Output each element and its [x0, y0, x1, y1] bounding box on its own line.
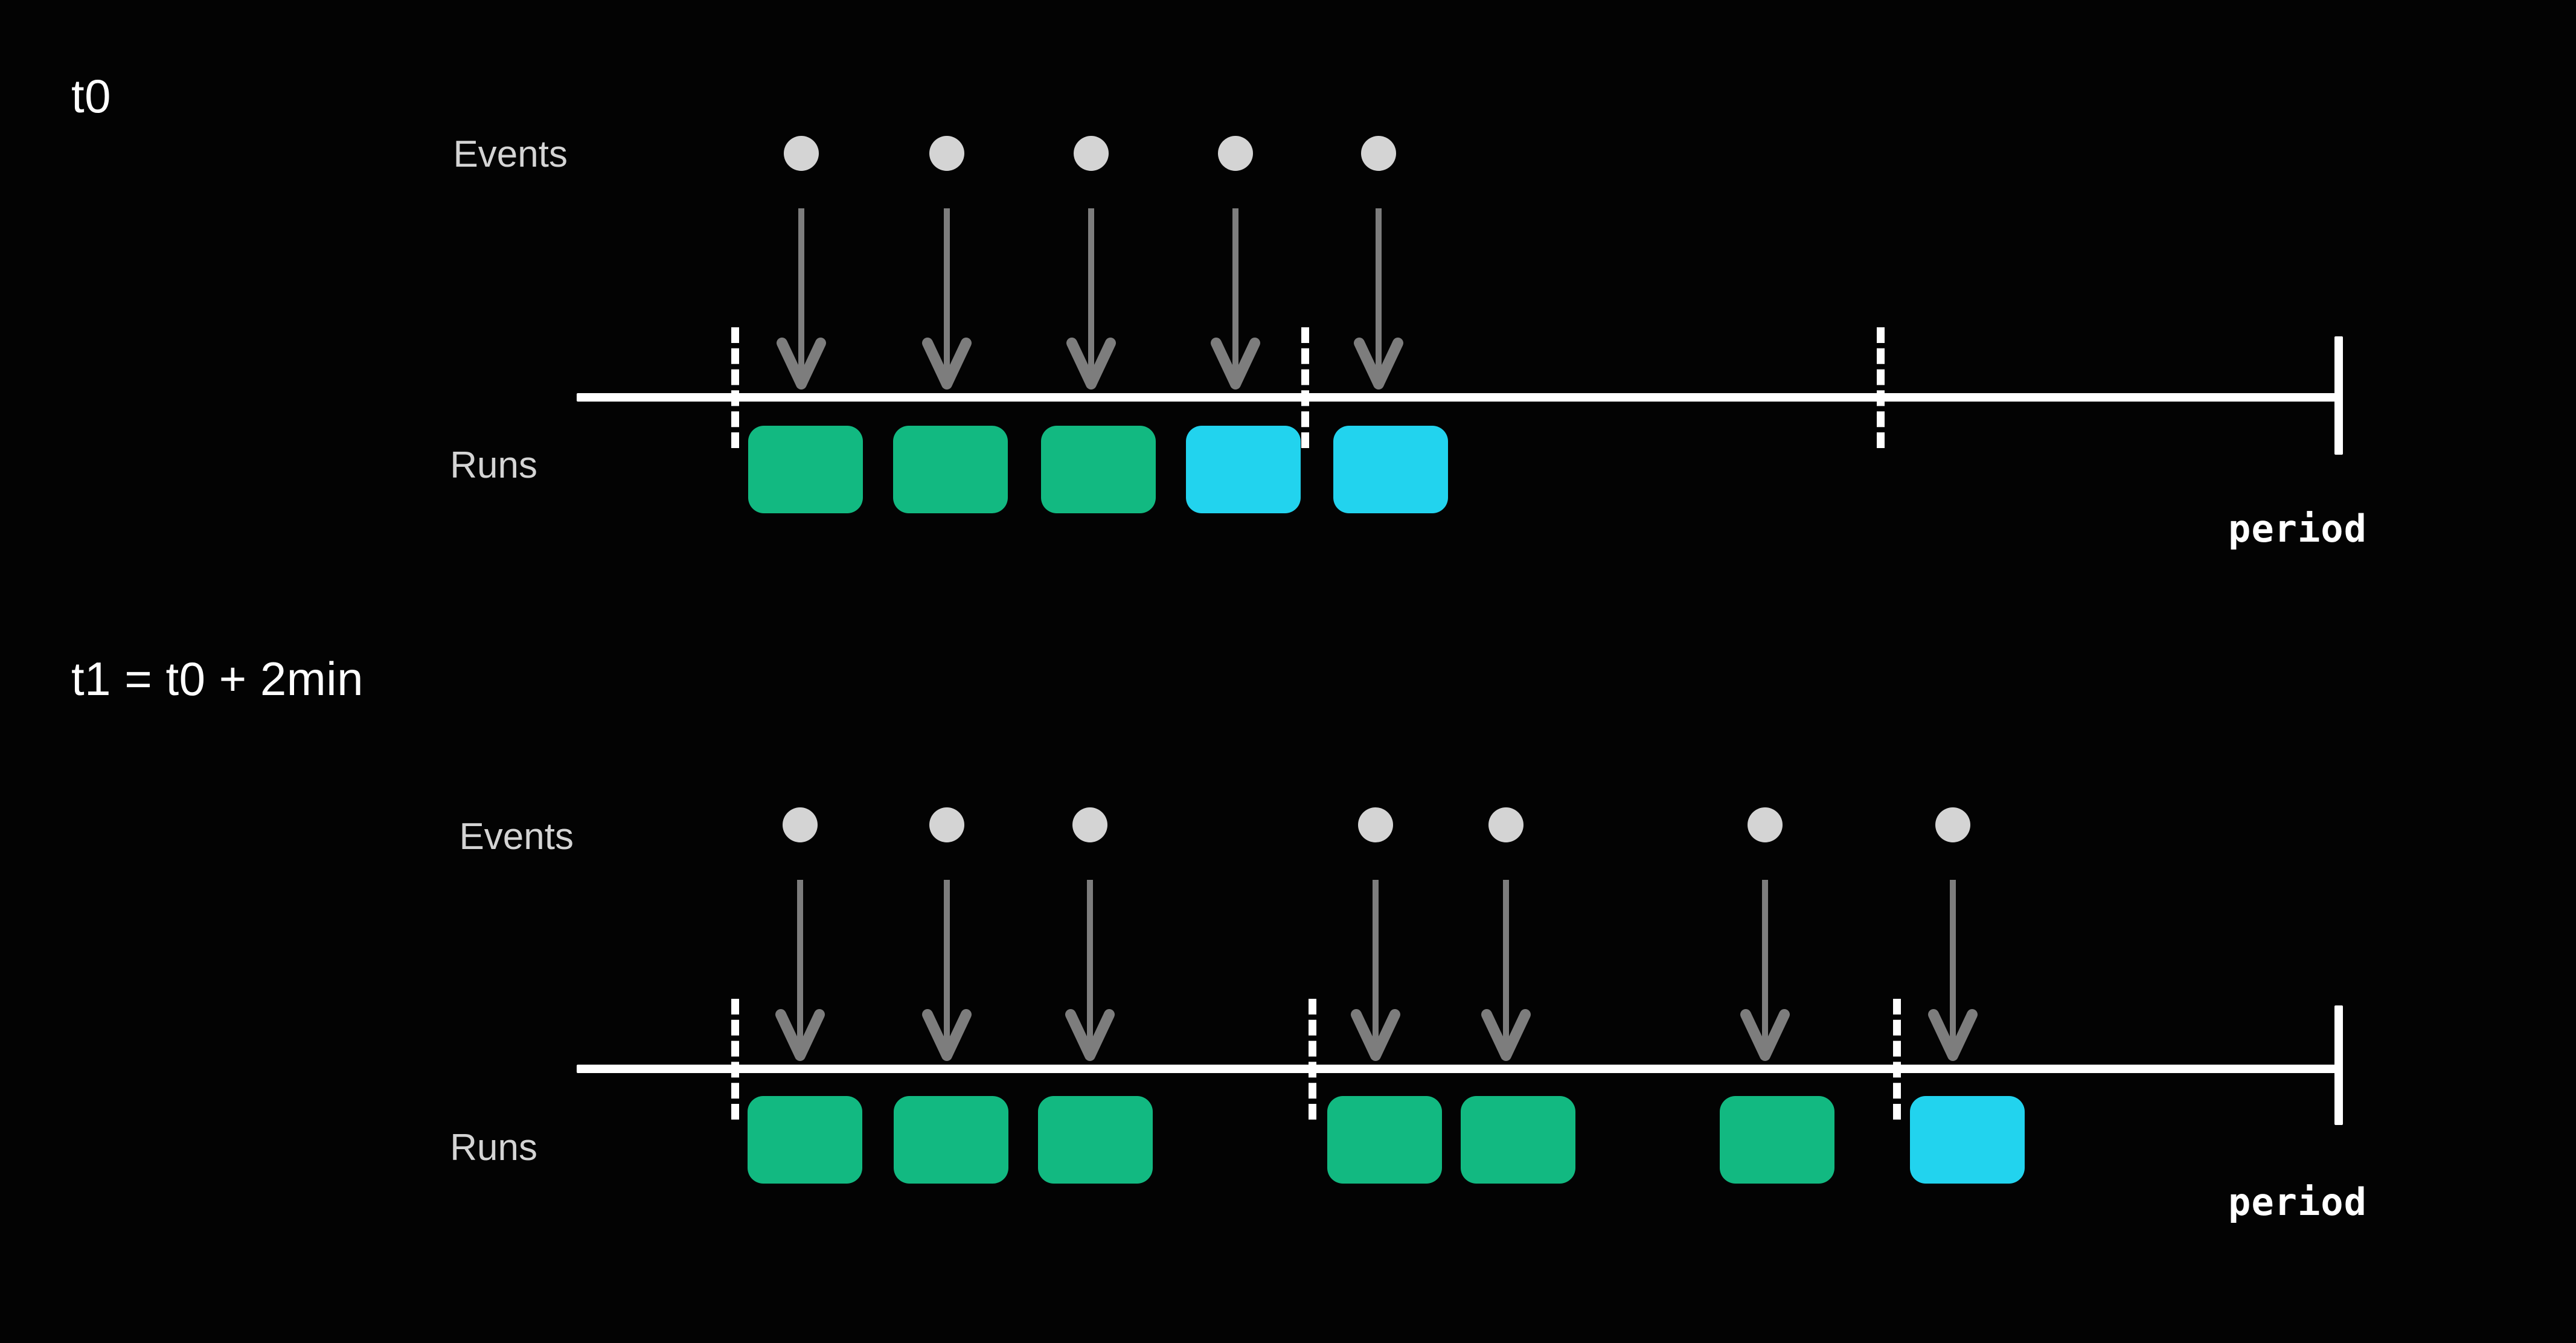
- period-end-tick: [2334, 336, 2343, 455]
- event-dot: [929, 807, 964, 842]
- event-dot: [1748, 807, 1783, 842]
- event-to-run-arrow: [1065, 880, 1115, 1061]
- period-boundary-marker: [1309, 999, 1316, 1120]
- period-boundary-marker: [731, 999, 739, 1120]
- timeline-axis: [577, 1065, 2343, 1073]
- event-to-run-arrow: [1354, 208, 1403, 389]
- run-box[interactable]: [894, 1096, 1008, 1184]
- run-box[interactable]: [1461, 1096, 1575, 1184]
- section-title-t1: t1 = t0 + 2min: [71, 652, 364, 705]
- event-dot: [1361, 136, 1396, 171]
- events-row-label: Events: [453, 133, 568, 175]
- period-boundary-marker: [1877, 327, 1885, 448]
- event-to-run-arrow: [922, 880, 972, 1061]
- run-box[interactable]: [748, 1096, 862, 1184]
- event-to-run-arrow: [1351, 880, 1400, 1061]
- event-dot: [1218, 136, 1253, 171]
- run-box[interactable]: [1038, 1096, 1153, 1184]
- run-box[interactable]: [1041, 426, 1156, 513]
- run-box[interactable]: [748, 426, 863, 513]
- event-to-run-arrow: [922, 208, 972, 389]
- period-end-tick: [2334, 1005, 2343, 1125]
- period-boundary-marker: [1893, 999, 1901, 1120]
- runs-row-label: Runs: [450, 444, 537, 486]
- event-dot: [1072, 807, 1107, 842]
- event-dot: [1074, 136, 1109, 171]
- event-to-run-arrow: [1740, 880, 1790, 1061]
- run-box[interactable]: [1333, 426, 1448, 513]
- run-box[interactable]: [1720, 1096, 1834, 1184]
- event-to-run-arrow: [1211, 208, 1260, 389]
- timeline-axis: [577, 393, 2343, 402]
- run-box[interactable]: [1910, 1096, 2025, 1184]
- event-dot: [784, 136, 819, 171]
- event-to-run-arrow: [777, 208, 826, 389]
- event-to-run-arrow: [1928, 880, 1978, 1061]
- event-to-run-arrow: [1481, 880, 1531, 1061]
- event-dot: [1935, 807, 1970, 842]
- period-boundary-marker: [731, 327, 739, 448]
- section-title-t0: t0: [71, 69, 112, 123]
- period-label: period: [2228, 507, 2367, 551]
- event-to-run-arrow: [775, 880, 825, 1061]
- events-row-label: Events: [459, 816, 574, 857]
- event-dot: [1488, 807, 1523, 842]
- period-label: period: [2228, 1180, 2367, 1224]
- event-dot: [1358, 807, 1393, 842]
- event-dot: [783, 807, 818, 842]
- runs-row-label: Runs: [450, 1127, 537, 1168]
- run-box[interactable]: [1327, 1096, 1442, 1184]
- event-to-run-arrow: [1066, 208, 1116, 389]
- run-box[interactable]: [1186, 426, 1301, 513]
- event-dot: [929, 136, 964, 171]
- period-boundary-marker: [1301, 327, 1309, 448]
- run-box[interactable]: [893, 426, 1008, 513]
